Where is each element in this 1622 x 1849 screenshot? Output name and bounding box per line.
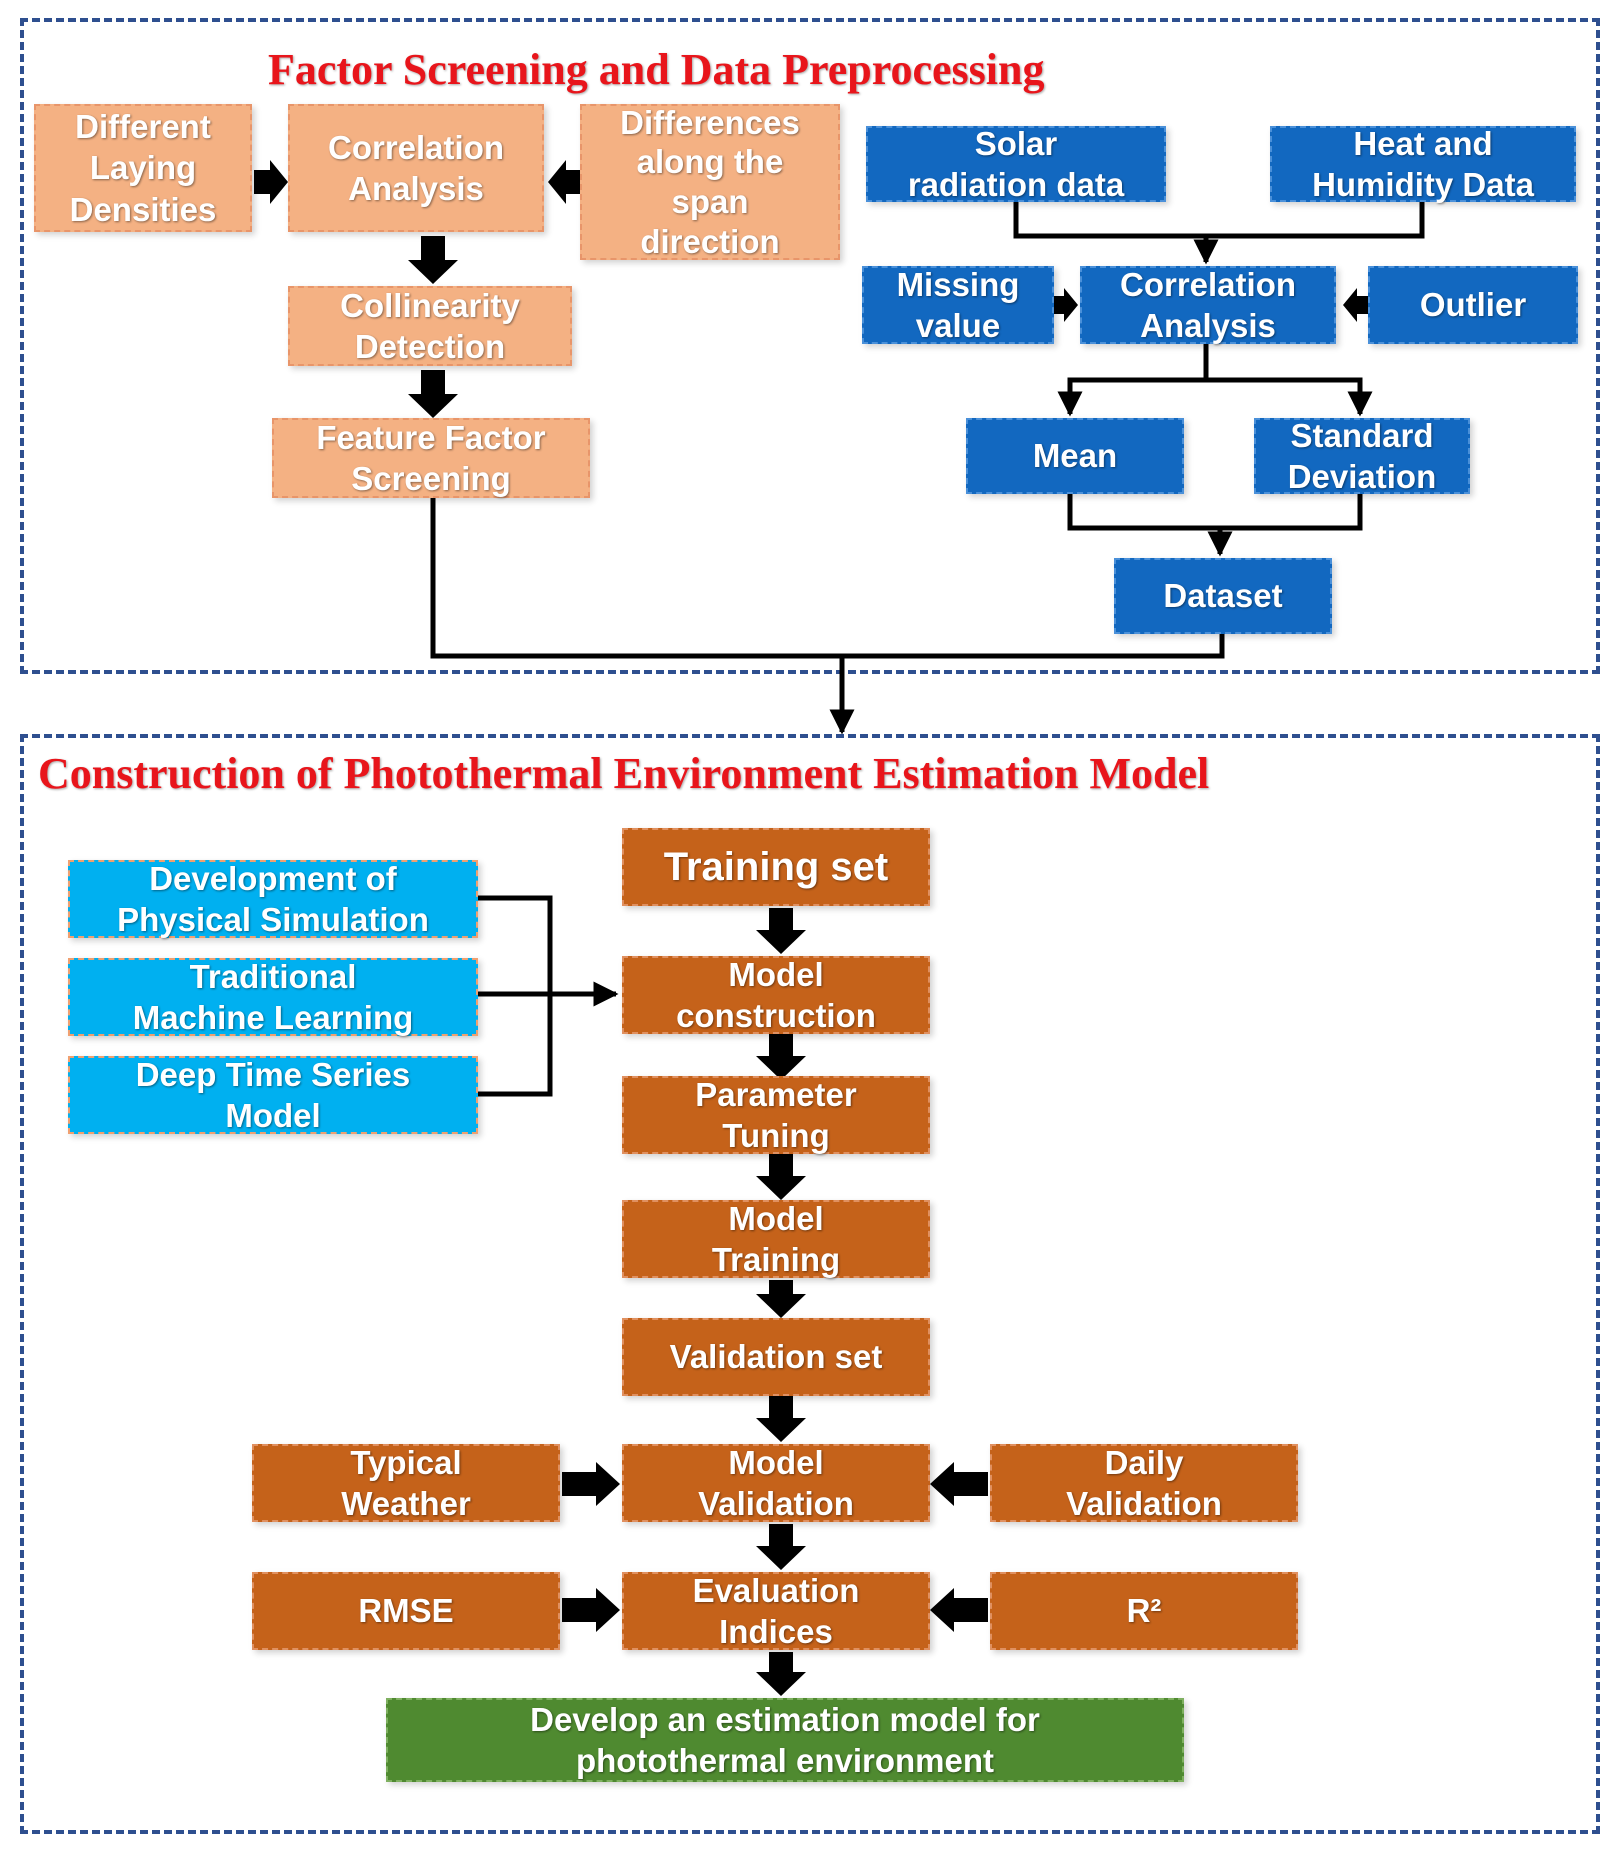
factor-screening-title: Factor Screening and Data Preprocessing: [268, 45, 1045, 94]
missing-value-box: Missing value: [862, 266, 1054, 344]
feature-factor-screening-box: Feature Factor Screening: [272, 418, 590, 498]
typical-weather-box: Typical Weather: [252, 1444, 560, 1522]
arrow-collinearity-to-feature: [408, 370, 458, 418]
model-construction-title: Construction of Photothermal Environment…: [38, 749, 1210, 798]
arrow-validationset-to-modelvalidation: [756, 1396, 806, 1442]
arrow-r2-to-evaluation: [930, 1588, 988, 1632]
different-laying-densities-box: Different Laying Densities: [34, 104, 252, 232]
final-model-box: Develop an estimation model for photothe…: [386, 1698, 1184, 1782]
standard-deviation-box: Standard Deviation: [1254, 417, 1470, 495]
validation-set-box: Validation set: [622, 1318, 930, 1396]
line-split-std: [1206, 377, 1373, 417]
training-set-box: Training set: [622, 828, 930, 906]
line-solar-merge: [1013, 200, 1425, 239]
arrow-missing-to-correlation: [1053, 288, 1078, 322]
correlation-analysis-data-box: Correlation Analysis: [1080, 266, 1336, 344]
line-split-mean: [1057, 377, 1206, 417]
arrow-correlation-to-collinearity: [408, 236, 458, 284]
arrow-outlier-to-correlation: [1343, 288, 1368, 322]
collinearity-detection-box: Collinearity Detection: [288, 286, 572, 366]
factor-screening-panel: [20, 18, 1600, 674]
arrow-construction-to-tuning: [756, 1034, 806, 1080]
arrow-training-to-construction: [756, 908, 806, 954]
arrow-training-to-validationset: [756, 1280, 806, 1318]
daily-validation-box: Daily Validation: [990, 1444, 1298, 1522]
dataset-box: Dataset: [1114, 558, 1332, 634]
arrow-rmse-to-evaluation: [562, 1588, 620, 1632]
line-feature-down: [430, 494, 1225, 659]
arrow-evaluation-to-final: [756, 1652, 806, 1696]
physical-simulation-box: Development of Physical Simulation: [68, 860, 478, 938]
parameter-tuning-box: Parameter Tuning: [622, 1076, 930, 1154]
mean-box: Mean: [966, 418, 1184, 494]
correlation-analysis-factor-box: Correlation Analysis: [288, 104, 544, 232]
solar-radiation-data-box: Solar radiation data: [866, 125, 1166, 203]
evaluation-indices-box: Evaluation Indices: [622, 1572, 930, 1650]
model-construction-box: Model construction: [622, 956, 930, 1034]
line-mean-std-merge: [1067, 494, 1363, 531]
model-construction-panel: [20, 734, 1600, 1834]
rmse-box: RMSE: [252, 1572, 560, 1650]
traditional-ml-box: Traditional Machine Learning: [68, 958, 478, 1036]
heat-humidity-data-box: Heat and Humidity Data: [1270, 125, 1576, 203]
span-differences-box: Differences along the span direction: [580, 104, 840, 260]
arrow-daily-to-validation: [930, 1462, 988, 1506]
arrow-modelvalidation-to-evaluation: [756, 1524, 806, 1570]
r2-box: R²: [990, 1572, 1298, 1650]
arrow-typical-to-validation: [562, 1462, 620, 1506]
arrow-span-to-correlation: [548, 160, 582, 204]
arrow-tuning-to-training: [756, 1154, 806, 1200]
deep-time-series-box: Deep Time Series Model: [68, 1056, 478, 1134]
arrow-laying-to-correlation: [254, 160, 288, 204]
model-validation-box: Model Validation: [622, 1444, 930, 1522]
outlier-box: Outlier: [1368, 266, 1578, 344]
model-training-box: Model Training: [622, 1200, 930, 1278]
